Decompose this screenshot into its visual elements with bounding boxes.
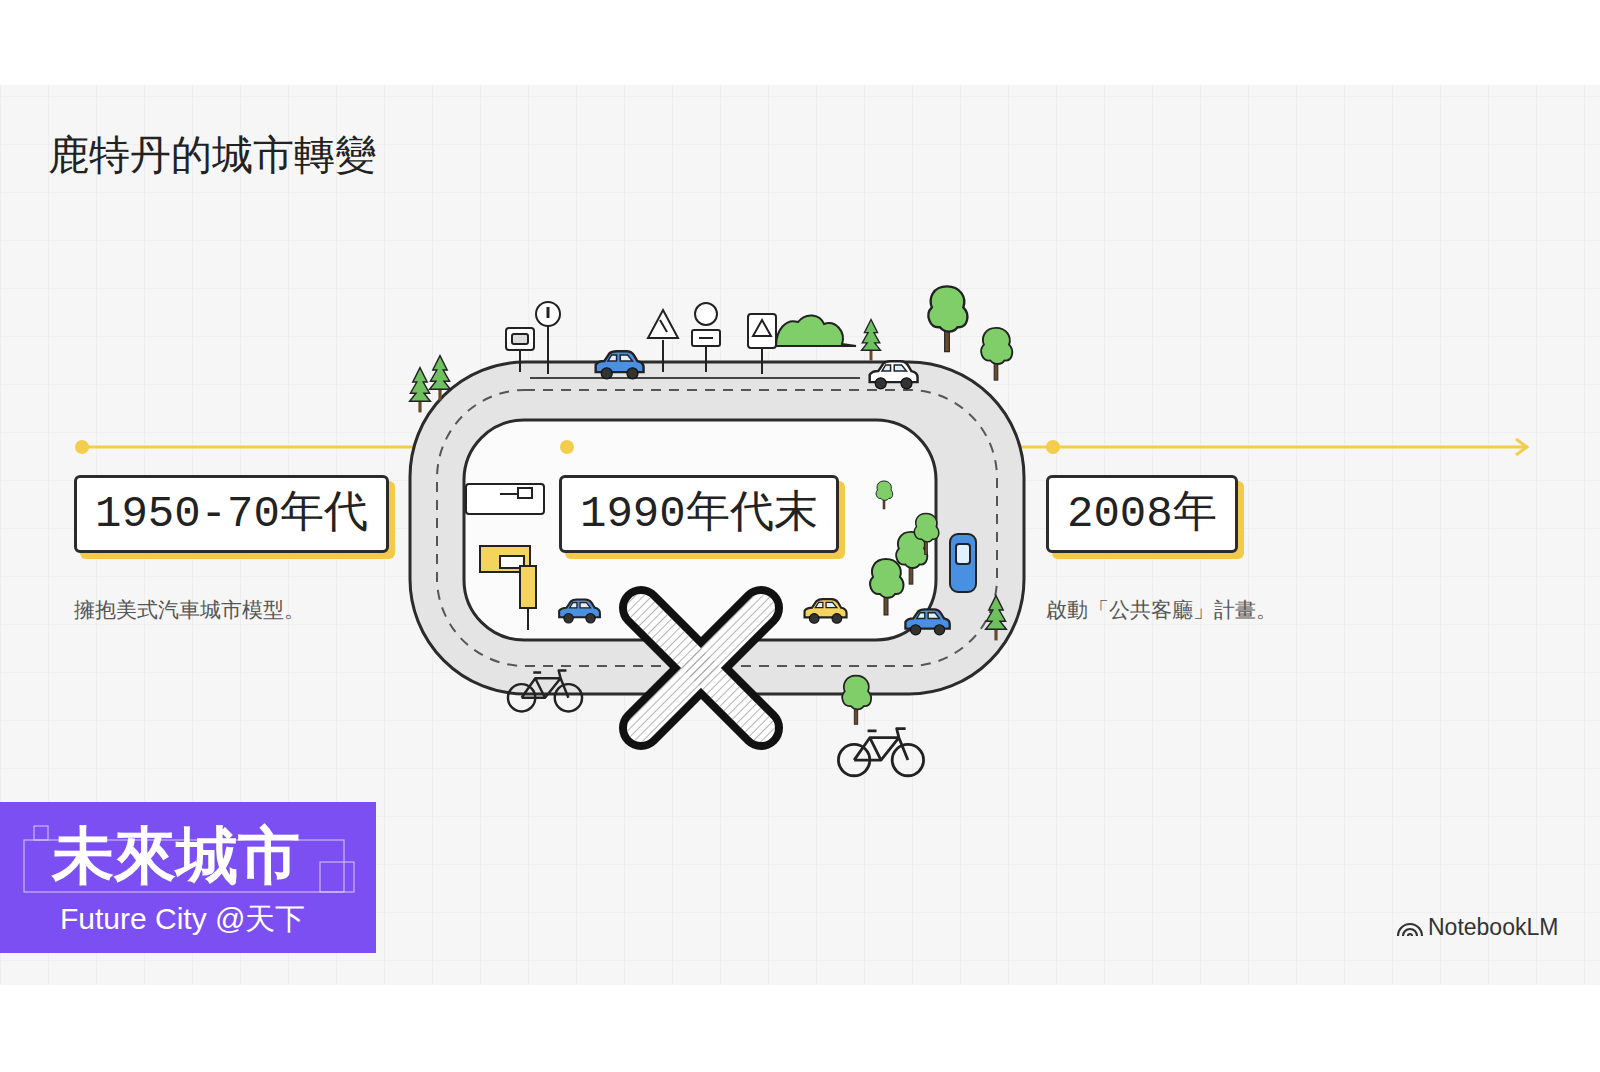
era-label: 1990年代末 xyxy=(580,486,818,543)
timeline-box: 1990年代末 xyxy=(559,475,839,553)
timeline-box: 1950-70年代 xyxy=(74,475,389,553)
badge-title: 未來城市 xyxy=(52,820,300,891)
era-label: 2008年 xyxy=(1067,486,1217,543)
watermark: NotebookLM xyxy=(1428,914,1558,940)
timeline-box: 2008年 xyxy=(1046,475,1238,553)
slide-title: 鹿特丹的城市轉變 xyxy=(48,128,376,183)
era-label: 1950-70年代 xyxy=(95,486,368,543)
era-description: 擁抱美式汽車城市模型。 xyxy=(74,598,305,622)
era-description: 啟動「公共客廳」計畫。 xyxy=(1046,598,1277,622)
badge-subtitle: Future City @天下 xyxy=(60,902,306,937)
